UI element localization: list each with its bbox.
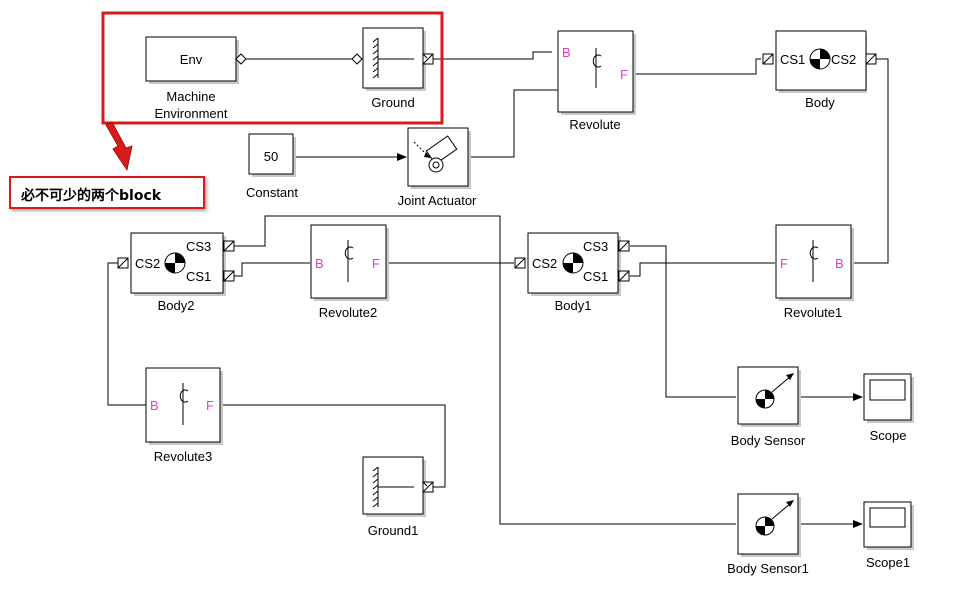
wire-body1-sensor[interactable] [630, 245, 736, 398]
env-port-icon[interactable] [235, 53, 247, 65]
body-sensor-icon [755, 373, 794, 409]
wire-body2-revolute2[interactable] [234, 262, 310, 277]
body1-cs1-port-icon[interactable] [618, 270, 630, 282]
revolute-label: Revolute [569, 117, 620, 132]
machine-environment-block[interactable]: Env Machine Environment [145, 36, 247, 121]
wire-revolute-body[interactable] [633, 58, 761, 75]
revolute-joint-icon [592, 48, 602, 88]
body1-center-of-mass-icon [562, 252, 584, 274]
body-cs1-port-icon[interactable] [762, 53, 774, 65]
ground1-block[interactable]: Ground1 [362, 456, 434, 538]
body2-center-of-mass-icon [164, 252, 186, 274]
revolute2-pin-f: F [372, 256, 380, 271]
revolute-pin-b: B [562, 45, 571, 60]
scope1-label: Scope1 [866, 555, 910, 570]
scope1-block[interactable]: Scope1 [863, 501, 914, 570]
joint-actuator-icon [413, 135, 458, 173]
revolute3-label: Revolute3 [154, 449, 213, 464]
ground-hatch-icon [372, 37, 414, 79]
revolute3-pin-b: B [150, 398, 159, 413]
joint-actuator-label: Joint Actuator [398, 193, 477, 208]
scope-screen-icon [869, 379, 906, 401]
signal-lines [107, 51, 889, 528]
body2-block[interactable]: CS2 CS3 CS1 Body2 [117, 232, 235, 313]
ground-label: Ground [371, 95, 414, 110]
revolute2-label: Revolute2 [319, 305, 378, 320]
body-label: Body [805, 95, 835, 110]
body2-cs2-port-icon[interactable] [117, 257, 129, 269]
ground1-connection-port-icon[interactable] [422, 481, 434, 493]
body-sensor1-block[interactable]: Body Sensor1 [727, 493, 809, 576]
constant-value: 50 [264, 149, 278, 164]
revolute1-block[interactable]: F B Revolute1 [775, 224, 854, 320]
scope-block[interactable]: Scope [863, 373, 914, 443]
body1-cs3-port-icon[interactable] [618, 240, 630, 252]
body1-block[interactable]: CS2 CS3 CS1 Body1 [514, 232, 630, 313]
wire-body2-revolute3[interactable] [107, 262, 146, 406]
revolute1-label: Revolute1 [784, 305, 843, 320]
ground1-hatch-icon [372, 466, 414, 508]
body1-cs1-label: CS1 [583, 269, 608, 284]
body1-cs2-label: CS2 [532, 256, 557, 271]
revolute3-pin-f: F [206, 398, 214, 413]
body-cs2-label: CS2 [831, 52, 856, 67]
ground-env-port-icon[interactable] [351, 53, 363, 65]
wire-revolute3-ground1[interactable] [221, 404, 446, 488]
env-label-line2: Environment [155, 106, 228, 121]
callout-text: 必不可少的两个block [21, 188, 162, 204]
scope-label: Scope [870, 428, 907, 443]
revolute1-pin-b: B [835, 256, 844, 271]
body2-cs3-port-icon[interactable] [223, 240, 235, 252]
revolute2-block[interactable]: B F Revolute2 [310, 224, 389, 320]
wire-body-revolute1[interactable] [852, 58, 889, 264]
revolute-pin-f: F [620, 67, 628, 82]
callout-box: 必不可少的两个block [9, 176, 205, 209]
revolute1-pin-f: F [780, 256, 788, 271]
highlight-rectangle [101, 11, 444, 125]
body-block[interactable]: CS1 CS2 Body [762, 30, 877, 110]
body-sensor-label: Body Sensor [731, 433, 806, 448]
body-sensor1-icon [755, 500, 794, 536]
callout-arrow-icon [105, 121, 133, 172]
env-text: Env [180, 52, 203, 67]
body2-label: Body2 [158, 298, 195, 313]
wire-revolute1-body1[interactable] [630, 262, 775, 277]
env-label-line1: Machine [166, 89, 215, 104]
body-cs1-label: CS1 [780, 52, 805, 67]
constant-block[interactable]: 50 Constant [246, 133, 298, 200]
ground-block[interactable]: Ground [351, 27, 434, 110]
body1-label: Body1 [555, 298, 592, 313]
body1-cs3-label: CS3 [583, 239, 608, 254]
body-sensor1-label: Body Sensor1 [727, 561, 809, 576]
revolute2-pin-b: B [315, 256, 324, 271]
constant-label: Constant [246, 185, 298, 200]
joint-actuator-block[interactable]: Joint Actuator [398, 127, 477, 208]
revolute1-joint-icon [809, 240, 819, 282]
body-center-of-mass-icon [809, 48, 831, 70]
wire-actuator-revolute[interactable] [468, 89, 558, 158]
body2-cs2-label: CS2 [135, 256, 160, 271]
body2-cs3-label: CS3 [186, 239, 211, 254]
body2-cs1-port-icon[interactable] [223, 270, 235, 282]
wire-ground-revolute[interactable] [433, 51, 552, 60]
ground1-label: Ground1 [368, 523, 419, 538]
wire-body2-sensor1[interactable] [234, 215, 736, 525]
body1-cs2-port-icon[interactable] [514, 257, 526, 269]
revolute-block[interactable]: B F Revolute [557, 30, 636, 132]
body2-cs1-label: CS1 [186, 269, 211, 284]
revolute3-joint-icon [179, 383, 189, 425]
highlight-annotation [101, 11, 444, 172]
revolute2-joint-icon [344, 240, 354, 282]
body-cs2-port-icon[interactable] [865, 53, 877, 65]
body-sensor-block[interactable]: Body Sensor [731, 366, 806, 448]
scope1-screen-icon [869, 507, 906, 528]
ground-connection-port-icon[interactable] [422, 53, 434, 65]
revolute3-block[interactable]: B F Revolute3 [145, 367, 223, 464]
